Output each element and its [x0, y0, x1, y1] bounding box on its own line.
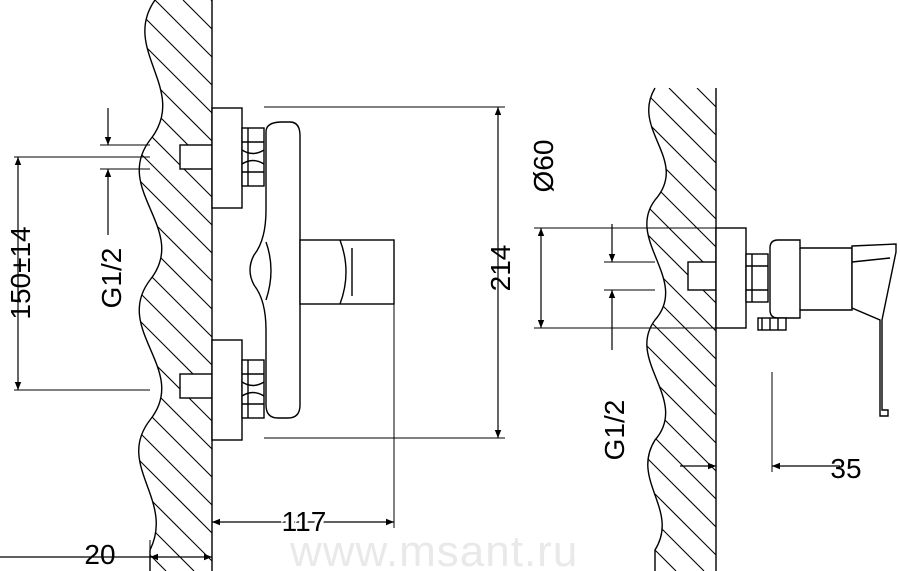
side-lever: [851, 243, 897, 417]
hatch-line: [646, 88, 716, 571]
side-nut: [745, 253, 769, 303]
dim-label-depth: 117: [282, 506, 327, 537]
hatch-line: [696, 88, 716, 571]
dim-label-height: 214: [485, 245, 516, 292]
hatch-line: [646, 88, 716, 571]
front-view: [0, 0, 505, 571]
lower-wall-flange: [211, 339, 243, 441]
hatch-line: [646, 88, 716, 571]
hatch-line: [138, 0, 212, 571]
wall-edge-wavy-right: [646, 87, 667, 571]
hatch-line: [646, 88, 716, 571]
hatch-line: [646, 88, 716, 571]
hatch-line: [138, 0, 212, 571]
hatch-line: [646, 88, 716, 571]
hatch-line: [725, 88, 900, 571]
hatch-line: [138, 0, 212, 571]
upper-pipe-stub: [179, 144, 213, 170]
dim-label-spacing: 150±14: [5, 226, 36, 319]
dim-label-wall: 20: [84, 539, 115, 570]
mixer-body: [249, 121, 301, 419]
hatch-line: [154, 0, 212, 571]
wall-edge-wavy-left: [138, 0, 164, 571]
dim-label-thread-side: G1/2: [599, 400, 630, 461]
wall-section-left: [138, 0, 212, 571]
lower-pipe-stub: [179, 373, 213, 399]
watermark-text: www.msant.ru: [289, 527, 578, 571]
side-mixer-body: [769, 239, 853, 319]
dim-label-diameter: Ø60: [528, 140, 559, 193]
side-pipe-stub: [687, 261, 717, 291]
hatch-line: [646, 88, 716, 571]
side-outlet: [757, 317, 787, 331]
hatch-line: [646, 88, 716, 571]
hatch-line: [646, 88, 716, 571]
side-flange: [715, 227, 747, 329]
dim-label-thread-front: G1/2: [96, 248, 127, 309]
mixer-handle: [299, 239, 395, 305]
hatch-line: [646, 88, 716, 571]
hatch-line: [138, 0, 212, 571]
hatch-line: [138, 0, 212, 571]
hatch-line: [138, 0, 212, 571]
lower-nut: [241, 359, 265, 419]
hatch-line: [138, 0, 212, 571]
upper-wall-flange: [211, 107, 243, 209]
upper-nut: [241, 127, 265, 187]
dim-label-offset: 35: [830, 453, 861, 484]
hatch-line: [646, 88, 716, 571]
hatch-line: [138, 0, 212, 571]
hatch-line: [646, 88, 716, 571]
